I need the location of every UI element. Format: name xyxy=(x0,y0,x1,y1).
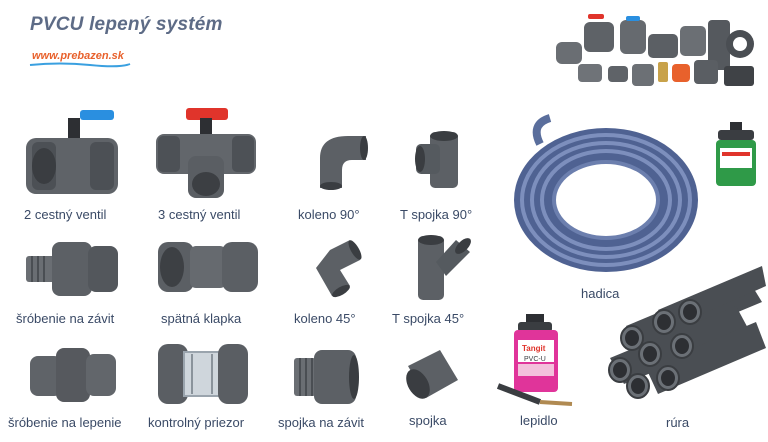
elbow-90-image xyxy=(320,136,368,190)
glue-can-image xyxy=(496,314,573,406)
coupling-image xyxy=(406,350,458,399)
union-threaded-image xyxy=(26,242,118,296)
product-label-tspojka45: T spojka 45° xyxy=(392,311,465,326)
threaded-coupling-image xyxy=(294,350,359,404)
pipe-bundle-image xyxy=(608,266,766,399)
product-collage-image xyxy=(556,14,754,86)
product-label-ventil3: 3 cestný ventil xyxy=(158,207,241,222)
product-label-lepidlo: lepidlo xyxy=(520,413,558,428)
website-link[interactable]: www.prebazen.sk xyxy=(32,50,124,62)
sight-glass-image xyxy=(158,344,248,404)
hose-coil-image xyxy=(514,114,698,272)
ball-valve-3way-image xyxy=(156,108,256,198)
tee-45-image xyxy=(418,235,471,300)
page-title: PVCU lepený systém xyxy=(30,14,223,35)
product-label-ventil2: 2 cestný ventil xyxy=(24,207,107,222)
product-label-srobenie-lepenie: šróbenie na lepenie xyxy=(8,415,122,430)
product-label-tspojka90: T spojka 90° xyxy=(400,207,473,222)
elbow-45-image xyxy=(316,240,362,298)
product-label-srobenie-zavit: šróbenie na závit xyxy=(16,311,115,326)
tee-90-image xyxy=(415,131,458,188)
glue-product-text: PVC-U xyxy=(524,356,546,363)
product-label-rura: rúra xyxy=(666,415,690,430)
product-label-spatna: spätná klapka xyxy=(161,311,242,326)
product-label-spojka: spojka xyxy=(409,413,447,428)
product-label-spojka-zavit: spojka na závit xyxy=(278,415,364,430)
tangit-small-can-image xyxy=(716,122,756,186)
product-label-hadica: hadica xyxy=(581,286,620,301)
swoosh-decoration xyxy=(29,62,131,68)
ball-valve-2way-image xyxy=(26,110,118,194)
union-solvent-image xyxy=(30,348,116,402)
product-label-koleno45: koleno 45° xyxy=(294,311,356,326)
product-label-koleno90: koleno 90° xyxy=(298,207,360,222)
check-valve-image xyxy=(158,242,258,292)
product-label-priezor: kontrolný priezor xyxy=(148,415,245,430)
glue-brand-text: Tangit xyxy=(522,344,546,353)
